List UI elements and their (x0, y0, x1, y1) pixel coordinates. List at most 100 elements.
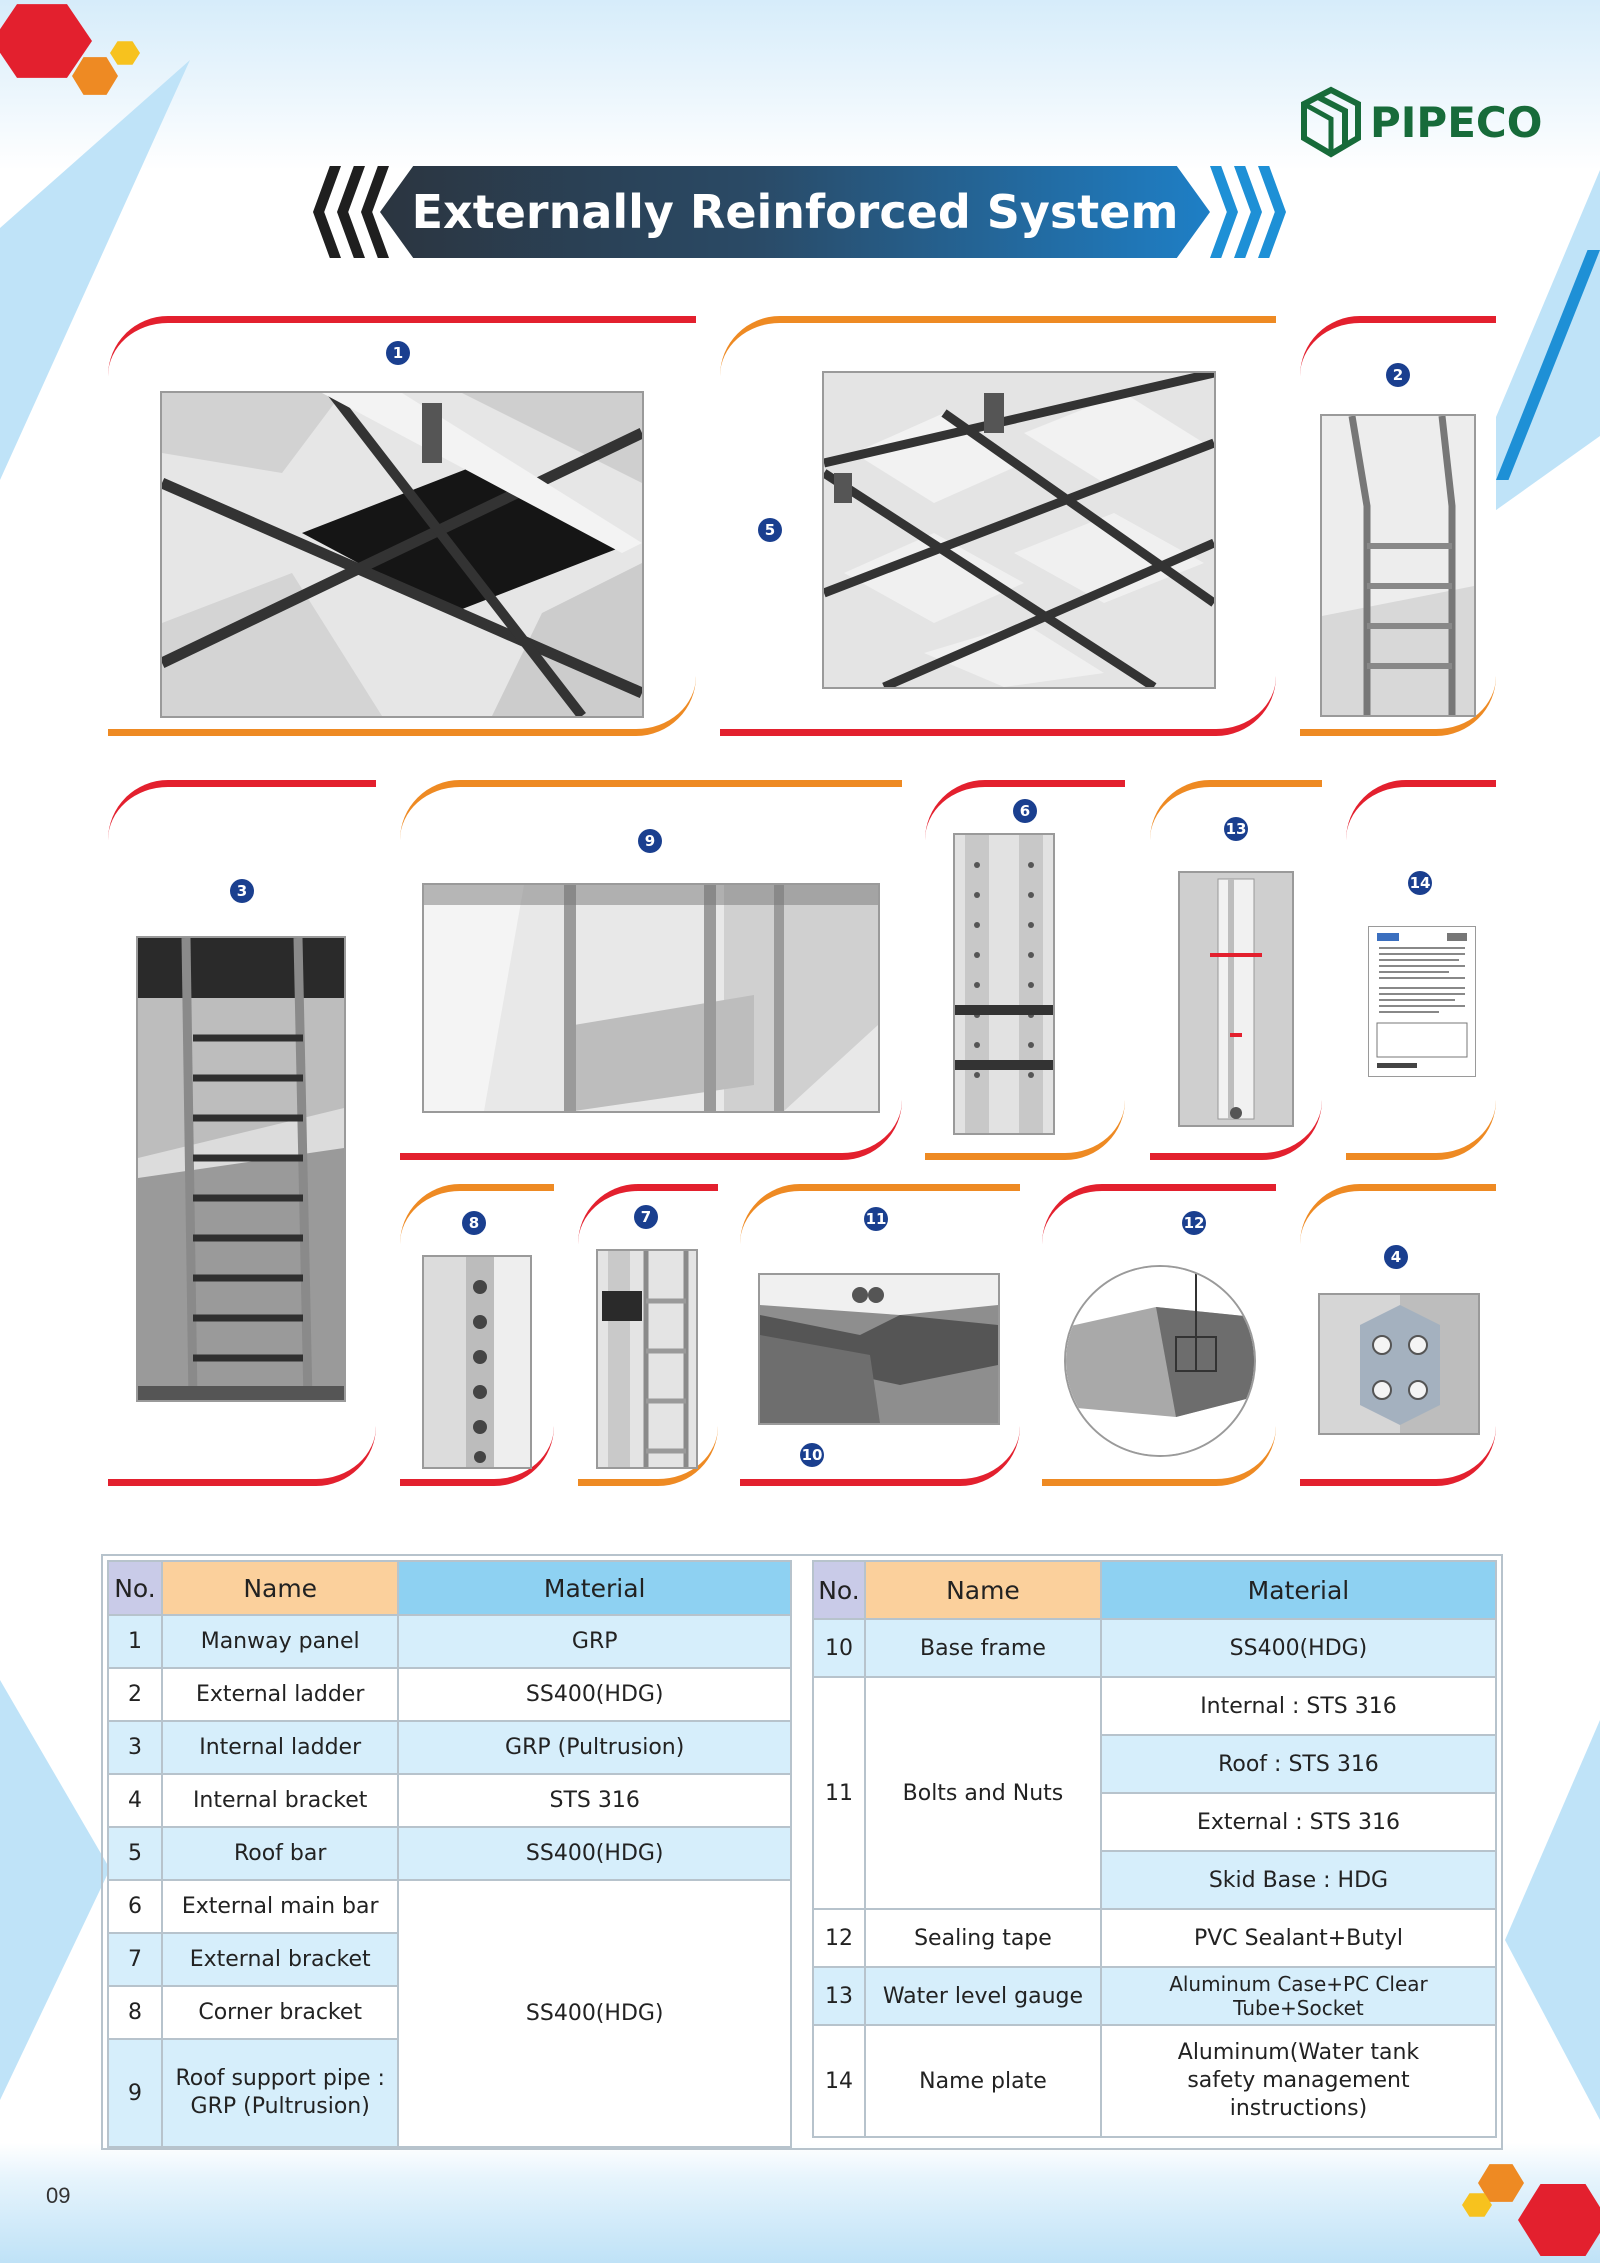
cell-material: Aluminum(Water tank safety management in… (1099, 2024, 1498, 2138)
cell-name: Base frame (863, 1618, 1102, 1678)
figure-number-badge: 6 (1013, 799, 1037, 823)
cell-name: Roof support pipe : GRP (Pultrusion) (160, 2038, 400, 2148)
cell-material: SS400(HDG) (397, 1879, 792, 2148)
cell-name: Internal bracket (160, 1773, 400, 1828)
cell-no: 6 (107, 1879, 163, 1934)
figure-panel-base-frame-bolts: 11 10 (740, 1184, 1020, 1486)
manway-panel-image (160, 391, 644, 718)
column-header-no: No. (812, 1560, 866, 1620)
cell-no: 5 (107, 1826, 163, 1881)
cell-name: Name plate (863, 2024, 1102, 2138)
cell-material: GRP (Pultrusion) (397, 1720, 792, 1775)
cell-no: 8 (107, 1985, 163, 2040)
right-lower-stripe (1505, 1720, 1600, 2120)
column-header-name: Name (863, 1560, 1102, 1620)
figure-number-badge: 9 (638, 829, 662, 853)
roof-bar-image (822, 371, 1216, 689)
water-level-gauge-image (1178, 871, 1294, 1127)
cell-name: Water level gauge (863, 1966, 1102, 2026)
page-number: 09 (46, 2183, 71, 2208)
cell-no: 14 (812, 2024, 866, 2138)
column-header-material: Material (397, 1560, 792, 1616)
figure-panel-water-level-gauge: 13 (1150, 780, 1322, 1160)
table-row: 5 Roof bar SS400(HDG) (107, 1826, 792, 1881)
figure-number-badge: 1 (386, 341, 410, 365)
cell-no: 11 (812, 1676, 866, 1910)
banner-chevron-left (337, 166, 365, 258)
figure-panel-name-plate: 14 (1346, 780, 1496, 1160)
table-row: 8 Corner bracket (107, 1985, 791, 2040)
cell-material: GRP (397, 1614, 792, 1669)
internal-bracket-image (1318, 1293, 1480, 1435)
title-banner (380, 166, 1210, 258)
cell-material: PVC Sealant+Butyl (1099, 1908, 1498, 1968)
table-row: 1 Manway panel GRP (107, 1614, 792, 1669)
internal-ladder-image (136, 936, 346, 1402)
cell-no: 1 (107, 1614, 163, 1669)
table-row: Roof : STS 316 (813, 1734, 1498, 1794)
table-row: 12 Sealing tape PVC Sealant+Butyl (812, 1908, 1498, 1968)
pipeco-logo: PIPECO (1298, 86, 1542, 158)
figure-number-badge: 2 (1386, 363, 1410, 387)
cell-material: SS400(HDG) (1099, 1618, 1498, 1678)
figure-number-badge: 10 (800, 1443, 824, 1467)
figure-panel-external-bracket: 7 (578, 1184, 718, 1486)
cell-name: Bolts and Nuts (863, 1676, 1102, 1910)
figure-panel-internal-ladder: 3 (108, 780, 376, 1486)
cell-no: 12 (812, 1908, 866, 1968)
parts-table-left: No. Name Material 1 Manway panel GRP 2 E… (107, 1560, 792, 2148)
column-header-material: Material (1099, 1560, 1498, 1620)
cell-material: Aluminum Case+PC Clear Tube+Socket (1099, 1966, 1498, 2026)
cell-name: Corner bracket (160, 1985, 400, 2040)
parts-table-right: No. Name Material 10 Base frame SS400(HD… (812, 1560, 1498, 2138)
figure-number-badge: 8 (462, 1211, 486, 1235)
table-row: 10 Base frame SS400(HDG) (812, 1618, 1498, 1678)
table-row: Skid Base : HDG (813, 1850, 1498, 1910)
figure-number-badge: 3 (230, 879, 254, 903)
figure-panel-internal-bracket: 4 (1300, 1184, 1496, 1486)
table-row: 2 External ladder SS400(HDG) (107, 1667, 792, 1722)
footer-background-pattern (0, 2143, 1600, 2263)
figure-panel-manway: 1 (108, 316, 696, 736)
logo-text: PIPECO (1370, 97, 1543, 147)
table-row: 7 External bracket (107, 1932, 791, 1987)
external-bracket-image (596, 1249, 698, 1469)
left-lower-stripe (0, 1680, 110, 2100)
external-ladder-image (1320, 414, 1476, 717)
figure-number-badge: 14 (1408, 871, 1432, 895)
cell-material: Roof : STS 316 (1099, 1734, 1498, 1794)
cell-material: STS 316 (397, 1773, 792, 1828)
cell-no: 2 (107, 1667, 163, 1722)
figure-number-badge: 12 (1182, 1211, 1206, 1235)
figure-number-badge: 11 (864, 1207, 888, 1231)
base-frame-bolts-image (758, 1273, 1000, 1425)
cell-material: SS400(HDG) (397, 1826, 792, 1881)
roof-support-pipe-image (422, 883, 880, 1113)
cell-name: External main bar (160, 1879, 400, 1934)
figure-panel-corner-bracket: 8 (400, 1184, 554, 1486)
cell-name: External ladder (160, 1667, 400, 1722)
cell-material: External : STS 316 (1099, 1792, 1498, 1852)
banner-chevron-right (1210, 166, 1238, 258)
figure-panel-external-ladder: 2 (1300, 316, 1496, 736)
cell-no: 9 (107, 2038, 163, 2148)
yellow-hexagon-decor (110, 41, 140, 65)
name-plate-image (1368, 926, 1476, 1077)
cube-logo-icon (1301, 86, 1361, 158)
cell-material: Skid Base : HDG (1099, 1850, 1498, 1910)
column-header-no: No. (107, 1560, 163, 1616)
sealing-tape-image (1064, 1265, 1256, 1457)
figure-number-badge: 13 (1224, 817, 1248, 841)
cell-name: External bracket (160, 1932, 400, 1987)
figure-panel-roof-support-pipe: 9 (400, 780, 902, 1160)
banner-chevron-left (313, 166, 341, 258)
banner-chevron-right (1258, 166, 1286, 258)
cell-no: 7 (107, 1932, 163, 1987)
figure-panel-sealing-tape: 12 (1042, 1184, 1276, 1486)
cell-no: 13 (812, 1966, 866, 2026)
banner-chevron-right (1234, 166, 1262, 258)
corner-bracket-image (422, 1255, 532, 1469)
table-row: External : STS 316 (813, 1792, 1498, 1852)
cell-name: Roof bar (160, 1826, 400, 1881)
figure-number-badge: 4 (1384, 1245, 1408, 1269)
